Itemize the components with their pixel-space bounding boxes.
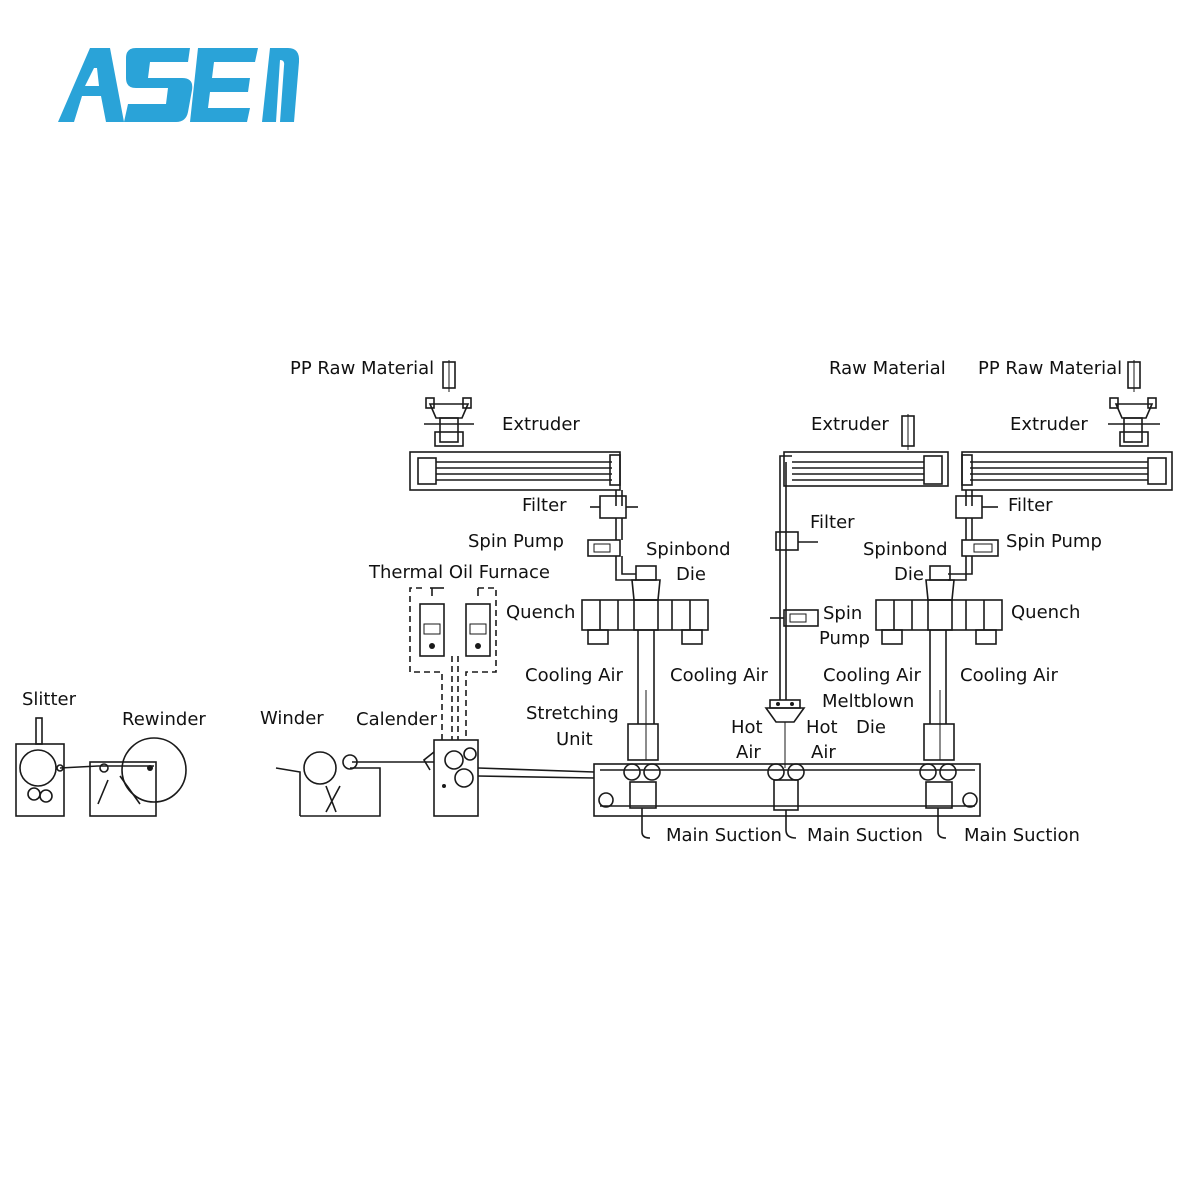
meltblown-die-label-2: Die [856,717,886,738]
asen-logo [58,48,300,122]
hot-air-right-label-1: Hot [806,717,838,738]
stretching-unit-label-1: Stretching [526,703,619,724]
main-suction-label-3: Main Suction [964,825,1080,846]
cooling-air-label-1: Cooling Air [525,665,623,686]
spinbond-die-right-label-2: Die [894,564,924,585]
spin-pump-left-label: Spin Pump [468,531,564,552]
spinbond-die-left-label-2: Die [676,564,706,585]
rewinder [89,737,187,817]
extruder-right-label: Extruder [1010,414,1088,435]
main-suction-label-1: Main Suction [666,825,782,846]
winder-label: Winder [260,708,324,729]
slitter [15,717,99,817]
filter-right-label: Filter [1008,495,1053,516]
web-path [477,767,595,773]
spunbond-station-left [409,360,709,761]
main-suction-label-2: Main Suction [807,825,923,846]
spin-pump-center-label-2: Pump [819,628,870,649]
winder [275,751,434,817]
rewinder-label: Rewinder [122,709,206,730]
meltblown-station [764,414,949,811]
hot-air-left-label-1: Hot [731,717,763,738]
cooling-air-label-2: Cooling Air [670,665,768,686]
thermal-oil-furnace [409,587,497,740]
quench-right-label: Quench [1011,602,1081,623]
hot-air-left-label-2: Air [736,742,761,763]
web-path-lower [477,775,595,779]
stretching-unit-label-2: Unit [556,729,593,750]
pp-raw-material-right-label: PP Raw Material [978,358,1123,379]
hot-air-right-label-2: Air [811,742,836,763]
pp-raw-material-left-label: PP Raw Material [290,358,435,379]
spinbond-die-right-label-1: Spinbond [863,539,948,560]
calender-label: Calender [356,709,437,730]
spinbond-die-left-label-1: Spinbond [646,539,731,560]
cooling-air-label-4: Cooling Air [960,665,1058,686]
quench-left-label: Quench [506,602,576,623]
extruder-left-label: Extruder [502,414,580,435]
calender [422,739,479,817]
cooling-air-label-3: Cooling Air [823,665,921,686]
thermal-oil-furnace-label: Thermal Oil Furnace [369,562,551,583]
filter-left-label: Filter [522,495,567,516]
meltblown-die-label-1: Meltblown [822,691,915,712]
spin-pump-right-label: Spin Pump [1006,531,1102,552]
raw-material-center-label: Raw Material [829,358,946,379]
slitter-label: Slitter [22,689,77,710]
spin-pump-center-label-1: Spin [823,603,863,624]
forming-table [593,763,981,839]
spunbond-station-right [875,360,1173,761]
filter-center-label: Filter [810,512,855,533]
extruder-center-label: Extruder [811,414,889,435]
